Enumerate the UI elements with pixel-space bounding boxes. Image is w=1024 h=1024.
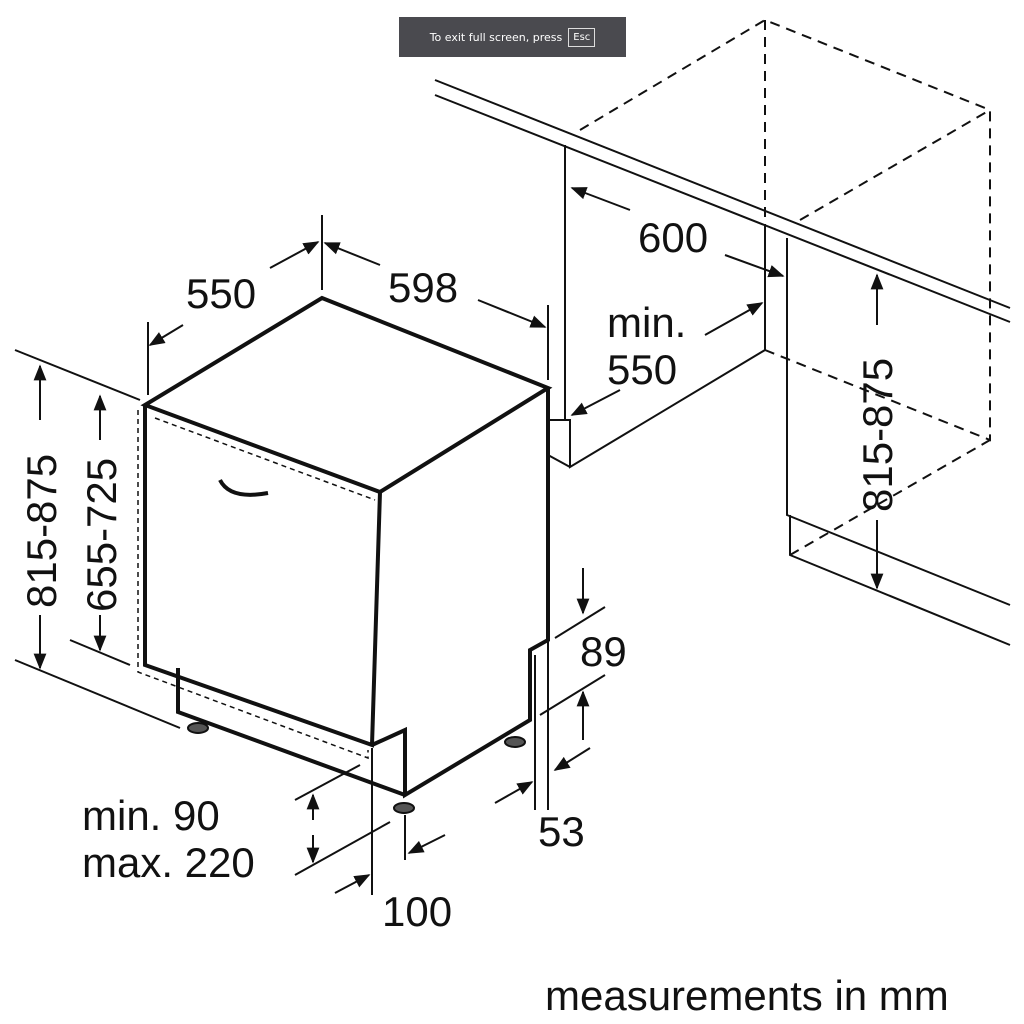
foot-min-label: min. 90 [82, 792, 220, 839]
fullscreen-exit-toast: To exit full screen, press Esc [399, 17, 626, 57]
plinth-bottom-label: 53 [538, 808, 585, 855]
plinth-top-label: 89 [580, 628, 627, 675]
countertop [434, 79, 1011, 323]
cabinet-depth-label-1: min. [607, 299, 686, 346]
cabinet-width-label: 600 [638, 214, 708, 261]
body-height-label: 655-725 [78, 458, 125, 612]
foot-offset-label: 100 [382, 888, 452, 935]
dimension-lines [14, 187, 884, 895]
cabinet-depth-label-2: 550 [607, 346, 677, 393]
door-panel-dashed [137, 410, 376, 760]
dimension-labels: 550 598 600 min. 550 815-875 815-875 655… [18, 214, 949, 1019]
foot-max-label: max. 220 [82, 839, 255, 886]
esc-key-badge: Esc [568, 27, 596, 47]
dishwasher-body [140, 295, 553, 799]
cabinet-height-label: 815-875 [854, 358, 901, 512]
cabinet-outline [547, 18, 1011, 646]
toast-message: To exit full screen, press [429, 30, 563, 44]
units-caption: measurements in mm [545, 972, 949, 1019]
depth-label: 550 [186, 270, 256, 317]
door-handle [218, 478, 269, 497]
width-label: 598 [388, 264, 458, 311]
feet [187, 722, 526, 814]
total-height-label: 815-875 [18, 454, 65, 608]
